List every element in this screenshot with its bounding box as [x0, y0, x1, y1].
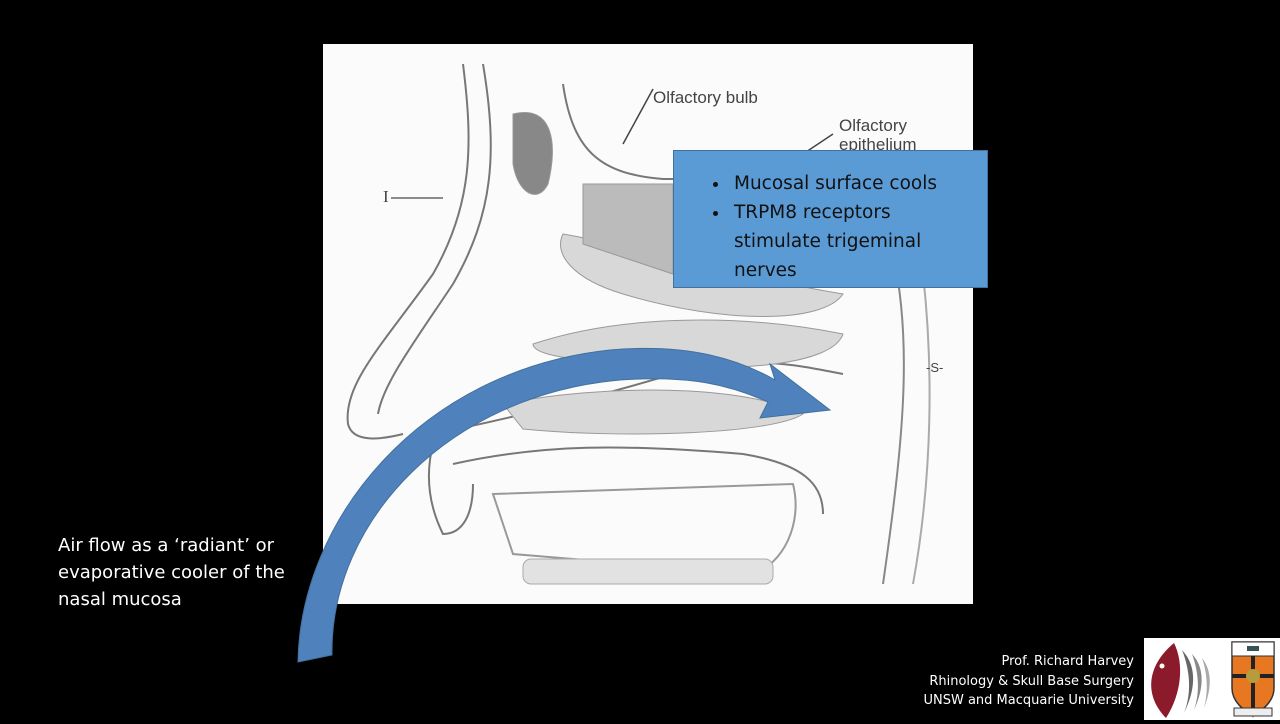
- olfactory-epithelium-label-line2: epithelium: [839, 135, 917, 154]
- macquarie-logo-icon: [1151, 643, 1210, 718]
- marker-right-label: -S-: [926, 360, 944, 375]
- callout-box: Mucosal surface cools TRPM8 receptors st…: [673, 150, 988, 288]
- olfactory-epithelium-label-line1: Olfactory: [839, 116, 908, 135]
- marker-left-label: I: [383, 187, 389, 206]
- unsw-crest-icon: [1231, 641, 1275, 718]
- institution-logos: [1144, 638, 1280, 720]
- nasal-anatomy-illustration: Olfactory bulb Olfactory epithelium I -S…: [323, 44, 973, 604]
- presenter-institution: UNSW and Macquarie University: [923, 693, 1134, 708]
- slide-caption: Air flow as a ‘radiant’ or evaporative c…: [58, 535, 285, 610]
- callout-bullet: Mucosal surface cools: [730, 169, 977, 198]
- olfactory-bulb-label: Olfactory bulb: [653, 88, 758, 107]
- presenter-name: Prof. Richard Harvey: [1001, 654, 1135, 669]
- callout-bullet: TRPM8 receptors stimulate trigeminal ner…: [730, 198, 977, 285]
- presenter-credits: Prof. Richard Harvey Rhinology & Skull B…: [923, 652, 1134, 711]
- presenter-specialty: Rhinology & Skull Base Surgery: [929, 673, 1134, 689]
